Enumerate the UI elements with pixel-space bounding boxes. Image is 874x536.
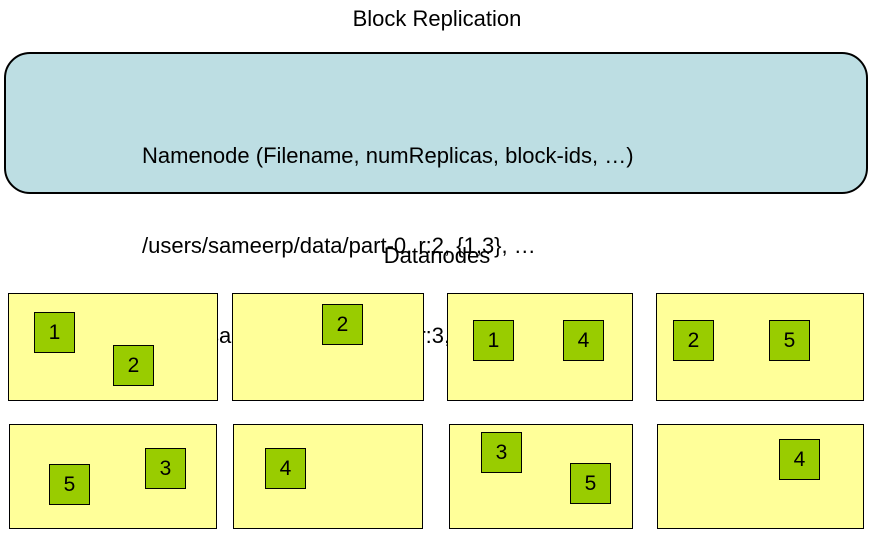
replica-block-4: 4 (265, 448, 306, 489)
datanode-box-2: 2 (232, 293, 424, 401)
replica-block-5: 5 (49, 464, 90, 505)
datanodes-heading: Datanodes (383, 243, 491, 268)
datanode-box-6: 4 (233, 424, 423, 529)
replica-block-2: 2 (113, 345, 154, 386)
replica-block-2: 2 (673, 320, 714, 361)
namenode-box: Namenode (Filename, numReplicas, block-i… (4, 52, 868, 348)
datanode-box-8: 4 (657, 424, 864, 529)
replica-block-1: 1 (473, 320, 514, 361)
replica-block-5: 5 (570, 463, 611, 504)
replica-block-3: 3 (481, 432, 522, 473)
replica-block-2: 2 (322, 304, 363, 345)
replica-block-3: 3 (145, 448, 186, 489)
replica-block-4: 4 (779, 439, 820, 480)
diagram-title: Block Replication (352, 6, 522, 31)
namenode-header-line: Namenode (Filename, numReplicas, block-i… (142, 143, 634, 168)
namenode-file-entry-0: /users/sameerp/data/part-0, r:2, {1,3}, … (142, 233, 536, 258)
replica-block-4: 4 (563, 320, 604, 361)
replica-block-1: 1 (34, 312, 75, 353)
replica-block-5: 5 (769, 320, 810, 361)
